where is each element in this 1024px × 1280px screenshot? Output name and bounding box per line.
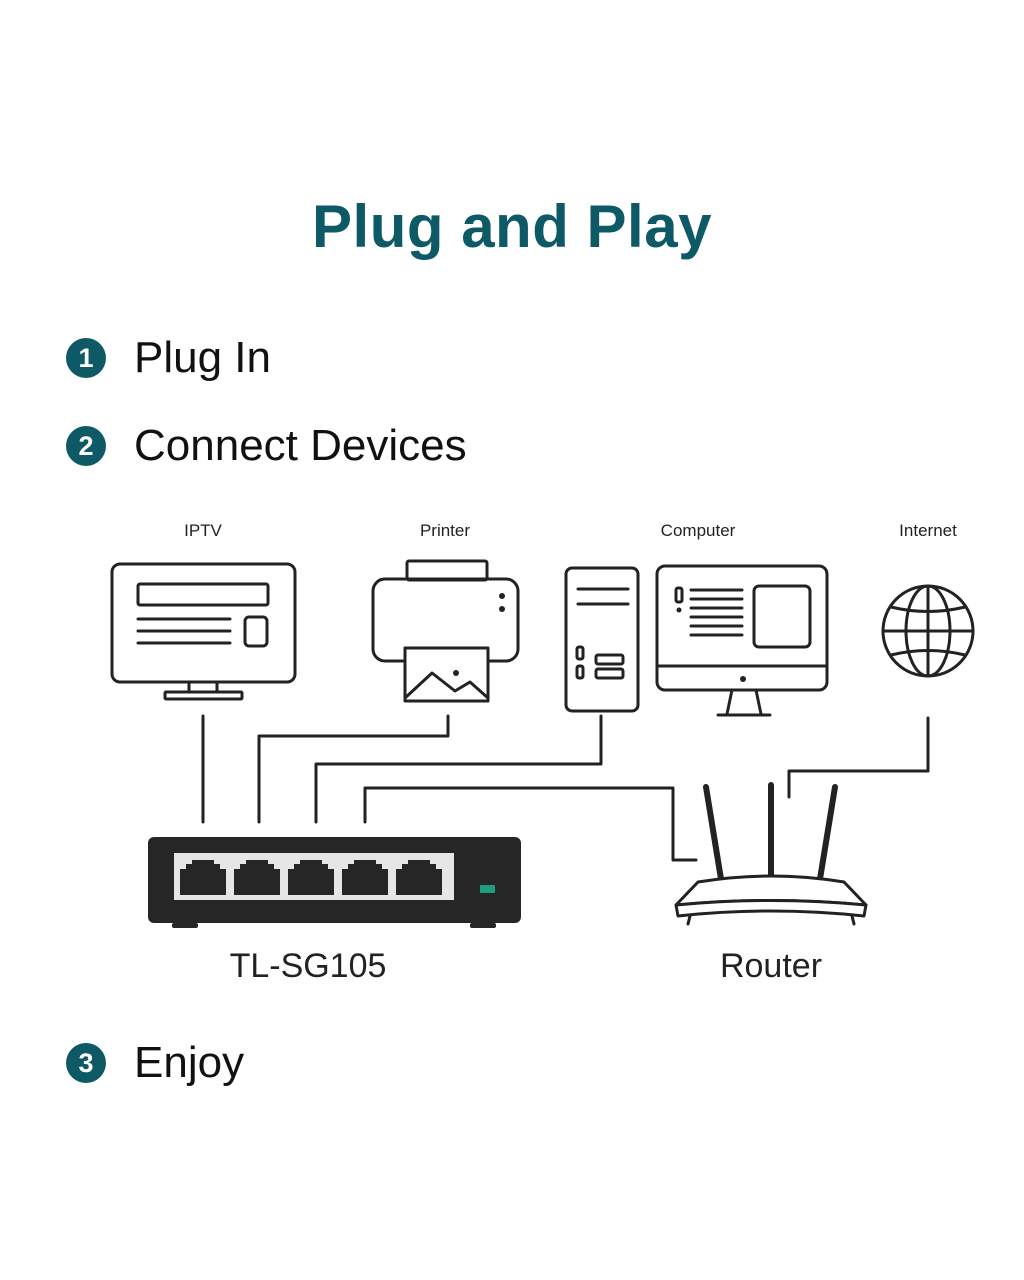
step-number-badge: 1 xyxy=(66,338,106,378)
step-label: Plug In xyxy=(134,333,271,382)
cable-internet xyxy=(787,716,930,799)
step-plug-in: 1 Plug In xyxy=(66,333,271,383)
network-diagram: IPTV Printer Computer Internet xyxy=(110,521,975,985)
power-led xyxy=(480,885,495,893)
printer-icon xyxy=(371,559,520,703)
label-printer: Printer xyxy=(420,521,470,540)
label-iptv: IPTV xyxy=(184,521,222,540)
cable-router xyxy=(363,786,698,862)
label-internet: Internet xyxy=(899,521,957,540)
step-number-badge: 2 xyxy=(66,426,106,466)
router-icon xyxy=(674,782,868,926)
switch-label: TL-SG105 xyxy=(230,947,387,985)
step-label: Connect Devices xyxy=(134,421,467,470)
step-enjoy: 3 Enjoy xyxy=(66,1038,244,1088)
router-label: Router xyxy=(720,947,822,985)
label-computer: Computer xyxy=(661,521,736,540)
ethernet-port-icon xyxy=(180,860,226,895)
step-label: Enjoy xyxy=(134,1038,245,1087)
cable-printer xyxy=(257,714,450,824)
ethernet-port-icon xyxy=(288,860,334,895)
page-title: Plug and Play xyxy=(312,193,712,260)
cable-computer xyxy=(314,714,603,824)
ethernet-port-icon xyxy=(234,860,280,895)
ethernet-port-icon xyxy=(342,860,388,895)
monitor-icon xyxy=(655,564,829,717)
tv-icon xyxy=(110,562,297,701)
globe-icon xyxy=(881,584,975,678)
connection-lines xyxy=(201,714,930,862)
network-switch-icon xyxy=(148,837,521,928)
step-connect-devices: 2 Connect Devices xyxy=(66,421,467,471)
ethernet-port-icon xyxy=(396,860,442,895)
step-number-badge: 3 xyxy=(66,1043,106,1083)
pc-tower-icon xyxy=(564,566,640,713)
